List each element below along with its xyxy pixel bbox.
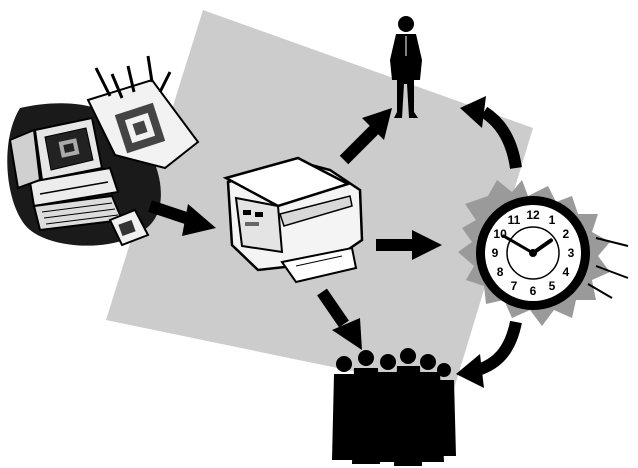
clock-numeral: 10 — [493, 227, 507, 241]
clock-numeral: 2 — [563, 227, 570, 241]
clock-numeral: 6 — [530, 284, 537, 298]
clock-numeral: 5 — [549, 279, 556, 293]
clock-numeral: 8 — [497, 265, 504, 279]
clock-numeral: 7 — [511, 279, 518, 293]
clock-numeral: 11 — [508, 213, 521, 227]
clock-numeral: 12 — [526, 208, 540, 222]
clock-numeral: 4 — [563, 265, 570, 279]
clock-numeral: 3 — [568, 246, 575, 260]
clock-numeral: 9 — [492, 246, 499, 260]
clock-numeral: 1 — [549, 213, 556, 227]
